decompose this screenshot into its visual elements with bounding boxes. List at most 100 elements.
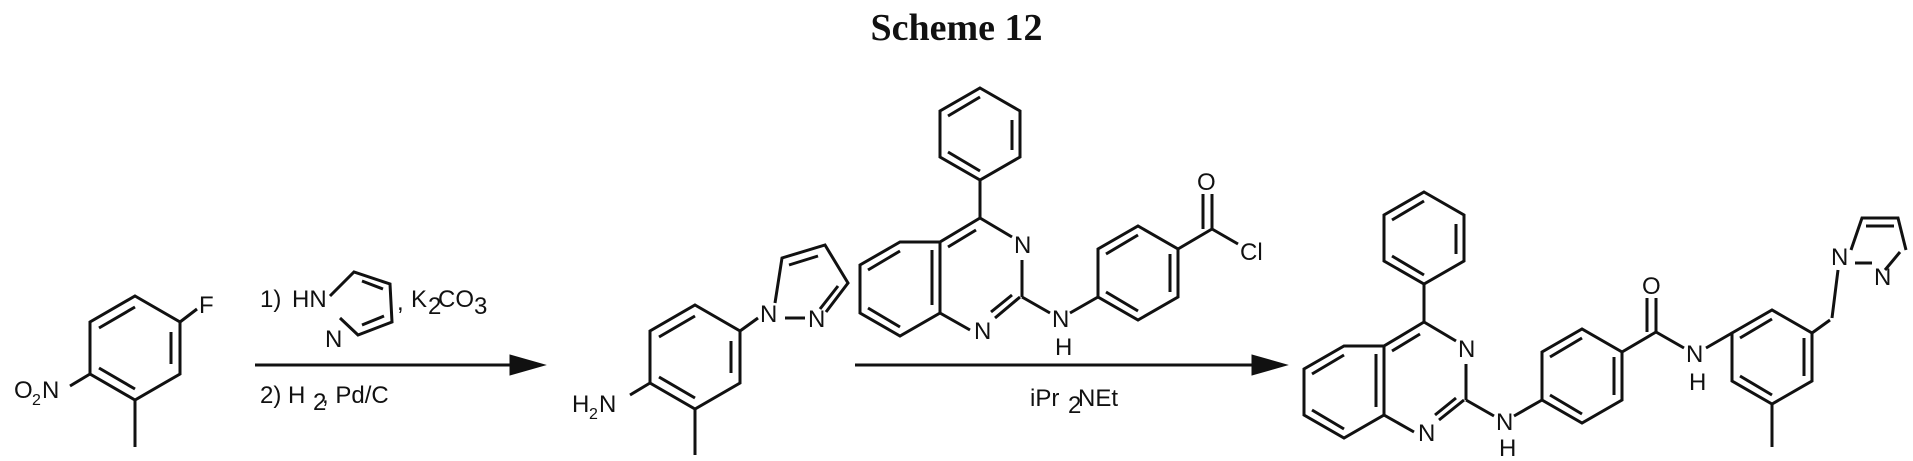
product-double-bond — [1392, 201, 1424, 220]
aryl-double-bond — [1550, 395, 1582, 414]
pyrazole-N1: N — [760, 301, 777, 328]
pyrazole-ring — [775, 245, 848, 312]
product-pyrazole-ring — [1851, 218, 1906, 250]
start-double-bond — [99, 368, 135, 389]
carbonyl-O: O — [1197, 169, 1216, 196]
step2-conditions: iPr 2 NEt — [1030, 385, 1118, 419]
reaction-arrow-1 — [255, 355, 545, 375]
quinazoline-double-bond — [991, 295, 1012, 312]
fluoro-bond — [180, 309, 197, 322]
amide-bond — [1622, 332, 1656, 352]
chloride-bond — [1212, 229, 1238, 244]
chloride-Cl: Cl — [1240, 239, 1263, 266]
quinazoline-bond — [980, 218, 1012, 237]
CO-label: CO — [438, 286, 474, 313]
nh-bond — [1022, 297, 1050, 313]
quinazoline-benzo-ring — [860, 242, 940, 336]
cond2-rest: , Pd/C — [322, 382, 389, 409]
amine-subscript: 2 — [589, 406, 598, 423]
acyl-bond — [1178, 229, 1212, 249]
start-material: F O 2 N — [14, 292, 214, 447]
product-NH2-H: H — [1689, 369, 1706, 396]
intermediate: H 2 N N N — [572, 245, 848, 455]
quinazoline-N1: N — [974, 318, 991, 345]
product-terminal-ring — [1732, 310, 1812, 404]
nh-bond — [1466, 400, 1494, 416]
pyrazole-double-bond — [362, 281, 383, 289]
nitro-N: N — [42, 377, 59, 404]
pyrazole-double-bond — [789, 256, 818, 265]
reagent-double-bond — [948, 152, 980, 171]
quinazoline-double-bond — [1392, 334, 1420, 351]
CO-subscript: 3 — [474, 293, 487, 320]
benzo-double-bond — [868, 308, 900, 327]
quinazoline-double-bond — [948, 230, 976, 247]
product-double-bond — [1392, 256, 1424, 275]
amide-O: O — [1642, 273, 1661, 300]
benzo-double-bond — [1312, 410, 1344, 429]
terminal-double-bond — [1740, 319, 1772, 338]
nitro-O: O — [14, 377, 33, 404]
benzo-double-bond — [868, 251, 900, 270]
arrow-head — [1252, 355, 1287, 375]
intermediate-benzene-ring — [650, 305, 740, 409]
aryl-double-bond — [1106, 235, 1138, 254]
start-double-bond — [99, 307, 135, 328]
quinazoline-bond — [940, 218, 980, 330]
intermediate-double-bond — [659, 316, 695, 337]
product-pyrazole-N2: N — [1874, 264, 1891, 291]
cond2-label: 2) H — [260, 382, 305, 409]
product-phenyl-ring — [1384, 192, 1464, 284]
pyrazole-link-bond — [740, 318, 758, 331]
intermediate-double-bond — [659, 377, 695, 398]
fluoro-label: F — [199, 292, 214, 319]
pyrazole-link-bond — [1812, 320, 1830, 333]
aryl-double-bond — [1550, 338, 1582, 357]
product-NH1-H: H — [1499, 435, 1516, 461]
quinazoline-double-bond — [1435, 398, 1456, 415]
product-pyrazole-N1: N — [1831, 244, 1848, 271]
pyrazole-N: N — [325, 326, 342, 353]
aryl-double-bond — [1106, 292, 1138, 311]
quinazoline-bond — [1384, 322, 1424, 432]
product-NH2-N: N — [1686, 341, 1703, 368]
reagent-phenyl-ring — [940, 88, 1020, 180]
nh-bond — [1514, 400, 1542, 416]
reagent-double-bond — [948, 97, 980, 116]
amine-N: N — [599, 391, 616, 418]
product-NH1-N: N — [1496, 409, 1513, 436]
pyrazole-HN: HN — [292, 286, 327, 313]
pyrazole-link-bond — [1832, 270, 1838, 318]
quinazoline-bond — [1424, 322, 1456, 341]
start-benzene-ring — [90, 296, 180, 400]
K-label: K — [411, 286, 427, 313]
quinazoline-N3: N — [1014, 232, 1031, 259]
amide-N-bond — [1656, 332, 1684, 348]
pyrazole-double-bond — [362, 316, 384, 325]
terminal-double-bond — [1740, 376, 1772, 395]
product: N N N H O N H N — [1304, 192, 1906, 461]
comma: , — [397, 289, 404, 316]
nitro-bond — [70, 374, 90, 386]
reagent-NH-H: H — [1055, 334, 1072, 361]
reagent-aryl-ring — [1098, 226, 1178, 320]
step1-conditions: 1) HN N , K 2 CO 3 2) H 2 , Pd/C — [260, 272, 487, 416]
reagent-2: N N N H O Cl — [860, 88, 1263, 361]
product-benzo-ring — [1304, 346, 1384, 438]
nh-bond — [1070, 297, 1098, 313]
nitro-subscript: 2 — [32, 392, 41, 409]
product-quinazoline-N1: N — [1418, 420, 1435, 447]
reagent-NH-N: N — [1052, 306, 1069, 333]
amine-bond — [630, 383, 650, 395]
base-iPr: iPr — [1030, 385, 1059, 412]
cond1-number: 1) — [260, 286, 281, 313]
arrow-head — [510, 355, 545, 375]
product-aryl-ring — [1542, 329, 1622, 423]
benzo-double-bond — [1312, 355, 1344, 374]
product-quinazoline-N3: N — [1458, 336, 1475, 363]
amine-H: H — [572, 391, 589, 418]
pyrazole-N2: N — [808, 306, 825, 333]
amide-N-aryl-bond — [1706, 333, 1732, 348]
base-NEt: NEt — [1078, 385, 1118, 412]
